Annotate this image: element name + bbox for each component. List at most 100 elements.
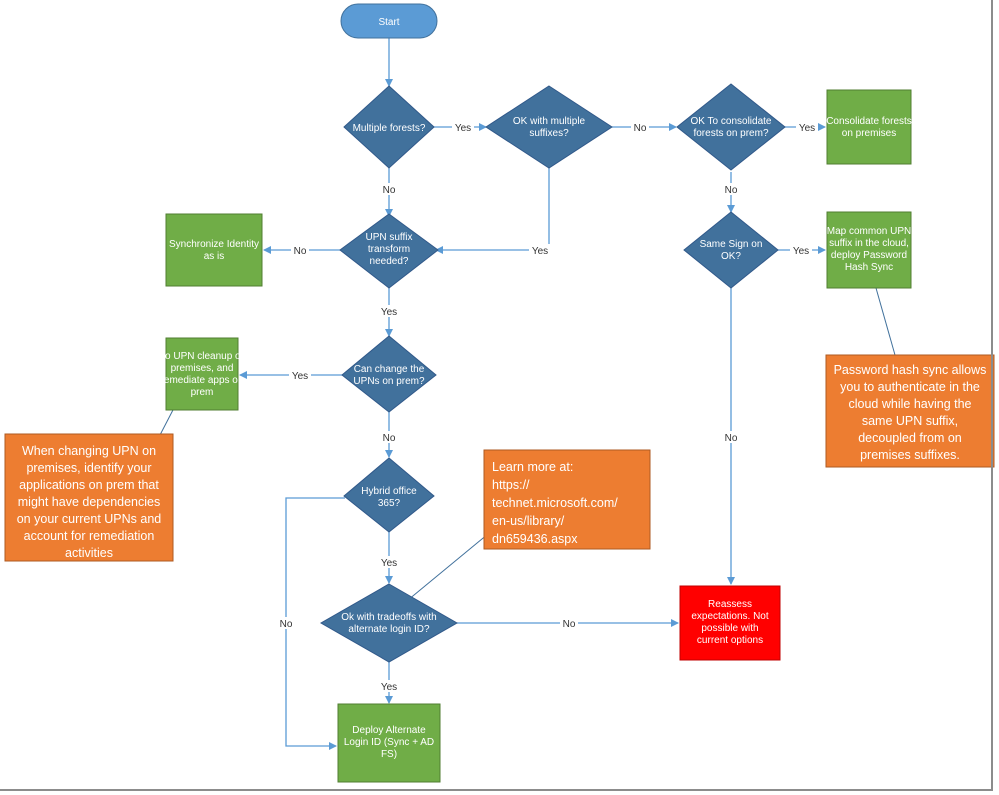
edge-label: Yes bbox=[381, 307, 397, 318]
decision-hybrid-office bbox=[343, 457, 435, 533]
can-change-upns-label: Can change the UPNs on prem? bbox=[353, 364, 425, 387]
reassess-label: Reassess expectations. Not possible with… bbox=[691, 599, 768, 646]
decision-label-line: suffixes? bbox=[529, 128, 569, 139]
decision-label-line: Ok with tradeoffs with bbox=[341, 612, 436, 623]
callout-changing-upn bbox=[159, 407, 175, 436]
action-label-line: FS) bbox=[381, 749, 397, 760]
hybrid-office-label: Hybrid office 365? bbox=[361, 486, 417, 509]
decision-same-sign-on bbox=[683, 211, 779, 289]
decision-label-line: forests on prem? bbox=[693, 128, 768, 139]
edge-label: No bbox=[563, 619, 576, 630]
decision-multiple-forests bbox=[343, 85, 435, 169]
edge-label: Yes bbox=[455, 123, 471, 134]
action-label-line: expectations. Not bbox=[691, 611, 768, 622]
ok-tradeoffs-label: Ok with tradeoffs with alternate login I… bbox=[341, 612, 436, 635]
action-label-line: on premises bbox=[842, 128, 896, 139]
decision-label-line: 365? bbox=[378, 498, 401, 509]
edge-label: Yes bbox=[381, 682, 397, 693]
upn-suffix-transform-label: UPN suffix transform needed? bbox=[365, 232, 412, 267]
note-line: technet.microsoft.com/ bbox=[492, 496, 618, 510]
action-label-line: deploy Password bbox=[831, 250, 907, 261]
edge-label: No bbox=[383, 433, 396, 444]
note-line: dn659436.aspx bbox=[492, 532, 578, 546]
decision-upn-suffix-transform bbox=[339, 213, 439, 289]
action-label-line: remediate apps on bbox=[161, 375, 244, 386]
action-label-line: Synchronize Identity bbox=[169, 239, 259, 250]
deploy-alternate-label: Deploy Alternate Login ID (Sync + AD FS) bbox=[344, 725, 434, 760]
learn-more-note-text: Learn more at: https:// technet.microsof… bbox=[492, 460, 618, 546]
edge-label: No bbox=[725, 185, 738, 196]
action-consolidate-forests bbox=[826, 89, 912, 165]
edge-label: No bbox=[280, 619, 293, 630]
decision-label-line: Hybrid office bbox=[361, 486, 417, 497]
note-line: same UPN suffix, bbox=[862, 414, 958, 428]
edge-label: No bbox=[634, 123, 647, 134]
edge-label: No bbox=[294, 246, 307, 257]
note-line: en-us/library/ bbox=[492, 514, 565, 528]
action-label-line: Do UPN cleanup on bbox=[158, 351, 246, 362]
note-learn-more bbox=[483, 449, 651, 550]
action-label-line: suffix in the cloud, bbox=[829, 238, 909, 249]
note-line: might have dependencies bbox=[18, 495, 160, 509]
decision-label-line: UPN suffix bbox=[365, 232, 412, 243]
note-line: activities bbox=[65, 546, 113, 560]
action-label-line: Map common UPN bbox=[827, 226, 911, 237]
action-label-line: possible with bbox=[701, 623, 758, 634]
decision-label-line: OK To consolidate bbox=[691, 116, 772, 127]
decision-label-line: Multiple forests? bbox=[353, 123, 426, 134]
action-synchronize-identity bbox=[165, 213, 263, 287]
note-changing-upn bbox=[4, 433, 174, 562]
action-label-line: Deploy Alternate bbox=[352, 725, 426, 736]
action-label-line: Login ID (Sync + AD bbox=[344, 737, 434, 748]
action-reassess bbox=[679, 585, 781, 661]
start-label: Start bbox=[378, 17, 399, 28]
multiple-forests-label: Multiple forests? bbox=[353, 123, 426, 134]
note-line: Password hash sync allows bbox=[834, 363, 987, 377]
note-line: decoupled from on bbox=[858, 431, 962, 445]
decision-label-line: OK? bbox=[721, 251, 741, 262]
action-label-line: Hash Sync bbox=[845, 262, 893, 273]
note-line: applications on prem that bbox=[19, 478, 159, 492]
upn-cleanup-label: Do UPN cleanup on premises, and remediat… bbox=[158, 351, 246, 398]
ok-consolidate-label: OK To consolidate forests on prem? bbox=[691, 116, 772, 139]
start-label-line: Start bbox=[378, 17, 399, 28]
action-upn-cleanup bbox=[165, 337, 239, 411]
action-label-line: Consolidate forests bbox=[826, 116, 912, 127]
start-terminator bbox=[340, 3, 438, 39]
note-line: premises suffixes. bbox=[860, 448, 960, 462]
note-line: Learn more at: bbox=[492, 460, 573, 474]
edge-labels: Yes No Yes No No Yes No Yes Yes Yes No N… bbox=[280, 123, 816, 693]
decision-label-line: transform bbox=[368, 244, 410, 255]
callout-learn-more bbox=[407, 533, 489, 601]
password-hash-note-text: Password hash sync allows you to authent… bbox=[834, 363, 987, 462]
map-common-upn-label: Map common UPN suffix in the cloud, depl… bbox=[827, 226, 911, 273]
note-password-hash bbox=[825, 354, 995, 468]
ok-multiple-suffixes-label: OK with multiple suffixes? bbox=[513, 116, 586, 139]
action-label-line: prem bbox=[191, 387, 214, 398]
decision-label-line: alternate login ID? bbox=[348, 624, 430, 635]
callout-password-hash bbox=[875, 287, 896, 356]
action-deploy-alternate bbox=[337, 703, 441, 783]
decision-label-line: needed? bbox=[370, 256, 409, 267]
note-line: https:// bbox=[492, 478, 530, 492]
edge-label: Yes bbox=[799, 123, 815, 134]
synchronize-identity-label: Synchronize Identity as is bbox=[169, 239, 259, 262]
edge-label: No bbox=[725, 433, 738, 444]
edge-label: Yes bbox=[793, 246, 809, 257]
consolidate-forests-label: Consolidate forests on premises bbox=[826, 116, 912, 139]
edge-label: Yes bbox=[381, 558, 397, 569]
action-map-common-upn bbox=[826, 211, 912, 289]
decision-can-change-upns bbox=[341, 335, 437, 413]
changing-upn-note-text: When changing UPN on premises, identify … bbox=[17, 444, 162, 560]
decision-label-line: OK with multiple bbox=[513, 116, 586, 127]
note-line: account for remediation bbox=[24, 529, 155, 543]
decision-label-line: Same Sign on bbox=[700, 239, 763, 250]
note-line: cloud while having the bbox=[849, 397, 972, 411]
note-line: When changing UPN on bbox=[22, 444, 156, 458]
decision-ok-tradeoffs bbox=[319, 583, 459, 663]
decision-label-line: UPNs on prem? bbox=[353, 376, 425, 387]
note-line: you to authenticate in the bbox=[840, 380, 980, 394]
action-label-line: Reassess bbox=[708, 599, 752, 610]
